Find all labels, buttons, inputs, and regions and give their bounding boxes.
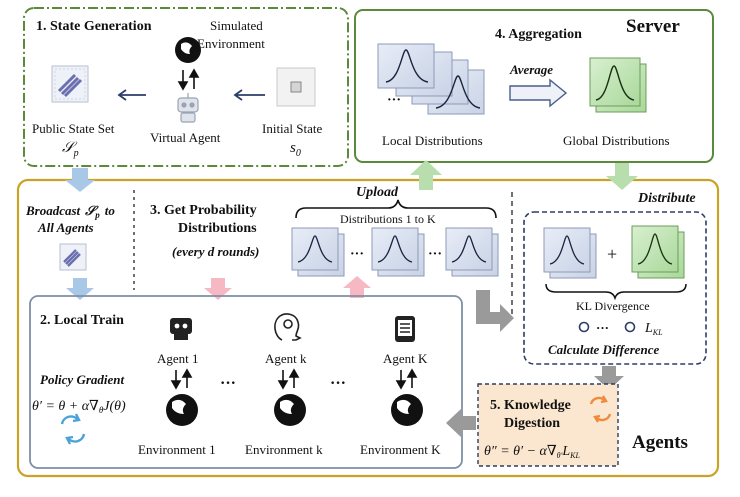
kl-divergence-label: KL Divergence xyxy=(576,299,650,313)
distribution-k-box xyxy=(371,227,425,277)
kl-to-digestion-gray-arrow xyxy=(594,366,624,390)
upload-up-arrow xyxy=(410,160,442,190)
policy-update-formula: θ′ = θ + α∇θJ(θ) xyxy=(32,399,126,415)
global-distributions-stack xyxy=(589,57,647,113)
local-train-cycle-icon xyxy=(60,413,86,445)
server-panel xyxy=(354,9,714,163)
virtual-agent-label: Virtual Agent xyxy=(150,130,221,145)
agent-K-exchange-arrows xyxy=(395,368,418,390)
initial-state-label: Initial State xyxy=(262,121,323,136)
kl-brace xyxy=(545,283,687,301)
agents-title: Agents xyxy=(632,432,688,453)
every-d-rounds-label: (every d rounds) xyxy=(172,244,259,259)
server-title: Server xyxy=(626,16,680,37)
distribution-ellipsis-2: ··· xyxy=(428,247,442,262)
distribute-label: Distribute xyxy=(637,191,696,206)
distributions-to-kl-gray-arrow xyxy=(476,290,514,332)
agent-K-label: Agent K xyxy=(383,351,428,366)
broadcast-state-icon xyxy=(59,243,87,271)
state-generation-panel xyxy=(23,7,349,167)
agent-K-tablet-icon xyxy=(395,316,415,342)
calculate-difference-panel xyxy=(523,211,707,365)
simulated-environment-label: Simulated xyxy=(210,18,263,33)
agents-ellipsis-2: ··· xyxy=(330,375,346,392)
knowledge-digestion-panel xyxy=(477,383,619,467)
agent-k-label: Agent k xyxy=(265,351,307,366)
local-train-panel xyxy=(29,295,463,469)
loss-dots xyxy=(578,321,636,333)
distributions-1-to-k-label: Distributions 1 to K xyxy=(340,212,436,226)
distribution-1-box xyxy=(291,227,345,277)
knowledge-digestion-title-2: Digestion xyxy=(504,416,560,431)
virtual-agent-robot-icon xyxy=(177,93,199,123)
environment-k-icon xyxy=(274,394,306,426)
get-probability-title: 3. Get Probability xyxy=(150,203,257,218)
agent-k-exchange-arrows xyxy=(277,368,300,390)
get-probability-pink-arrow xyxy=(204,278,232,300)
digestion-to-local-gray-arrow xyxy=(446,408,476,438)
upload-label: Upload xyxy=(356,185,399,200)
environment-K-label: Environment K xyxy=(360,442,441,457)
policy-gradient-label: Policy Gradient xyxy=(40,372,125,387)
agent-1-robot-icon xyxy=(170,318,192,340)
plus-sign: + xyxy=(607,244,617,264)
initial-state-symbol: s0 xyxy=(290,140,301,159)
local-distributions-label: Local Distributions xyxy=(382,133,483,148)
agent-1-label: Agent 1 xyxy=(157,351,199,366)
public-state-set-label: Public State Set xyxy=(32,121,115,136)
environment-1-label: Environment 1 xyxy=(138,442,216,457)
distribution-ellipsis-1: ··· xyxy=(350,247,364,262)
agent-1-exchange-arrows xyxy=(170,368,193,390)
simulated-environment-icon xyxy=(175,37,201,63)
initial-state-icon xyxy=(276,67,316,107)
aggregation-title: 4. Aggregation xyxy=(495,27,582,42)
distribute-down-arrow xyxy=(606,163,638,190)
get-probability-title-2: Distributions xyxy=(178,221,257,236)
kl-local-distribution-box xyxy=(543,227,597,279)
distributions-brace xyxy=(295,199,497,219)
broadcast-down-arrow xyxy=(65,168,95,192)
kl-global-distribution-box xyxy=(631,225,685,279)
state-generation-title: 1. State Generation xyxy=(36,19,152,34)
environment-K-icon xyxy=(391,394,423,426)
local-train-title: 2. Local Train xyxy=(40,313,124,328)
digestion-cycle-icon xyxy=(589,395,612,423)
agent-k-head-icon xyxy=(274,313,302,341)
local-distributions-stack xyxy=(377,43,485,115)
environment-k-label: Environment k xyxy=(245,442,323,457)
broadcast-label-2: All Agents xyxy=(37,220,94,235)
calculate-difference-label: Calculate Difference xyxy=(548,342,660,357)
distributions-pink-up-arrow xyxy=(343,276,371,298)
local-distributions-ellipsis: ··· xyxy=(387,93,401,108)
agents-panel xyxy=(16,178,720,478)
average-label: Average xyxy=(509,62,553,77)
simulated-environment-label-2: Environment xyxy=(197,36,265,51)
state-generation-arrows xyxy=(117,89,265,101)
knowledge-digestion-title: 5. Knowledge xyxy=(490,398,571,413)
public-state-set-icon xyxy=(51,65,89,103)
environment-1-icon xyxy=(166,394,198,426)
digestion-update-formula: θ″ = θ′ − α∇θ′LKL xyxy=(484,444,580,460)
virtual-agent-exchange-arrows xyxy=(177,68,200,91)
global-distributions-label: Global Distributions xyxy=(563,133,670,148)
average-arrow xyxy=(509,78,568,108)
broadcast-to-local-arrow xyxy=(66,278,94,300)
distribution-K-box xyxy=(445,227,499,277)
l-kl-symbol: LKL xyxy=(644,321,663,337)
agents-ellipsis-1: ··· xyxy=(220,375,236,392)
loss-dots-ellipsis: ··· xyxy=(596,320,609,335)
public-state-set-symbol: 𝒮p xyxy=(62,140,79,159)
